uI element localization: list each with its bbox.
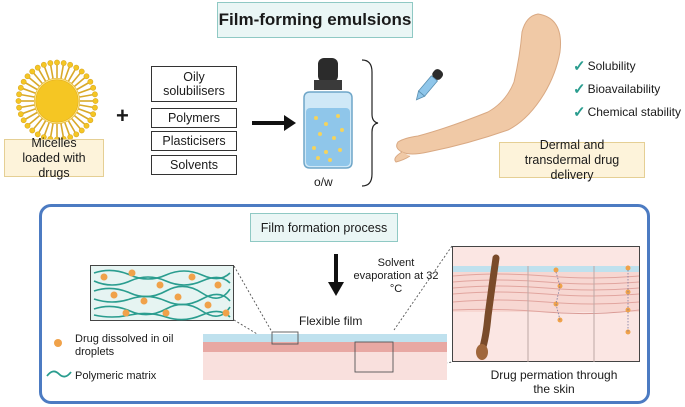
benefit-label: Solubility [587,59,636,73]
benefit-solubility: ✓ Solubility [573,57,636,75]
micelles-label: Micelles loaded with drugs [4,136,104,180]
dropper-icon [415,69,444,101]
legend-drug: Drug dissolved in oil droplets [75,333,174,358]
ingredient-oily-solubilisers: Oily solubilisers [151,66,237,102]
film-label: Flexible film [299,314,363,328]
benefit-bioavailability: ✓ Bioavailability [573,80,660,98]
benefit-chemical-stability: ✓ Chemical stability [573,103,681,121]
ingredient-polymers: Polymers [151,108,237,128]
bottle-label: o/w [314,175,333,189]
permeation-label: Drug permation through the skin [490,368,618,396]
plus-sign: + [116,103,129,128]
delivery-label: Dermal and transdermal drug delivery [499,138,645,182]
benefit-label: Chemical stability [587,105,681,119]
legend-matrix: Polymeric matrix [75,370,157,382]
arrow-right-icon [252,115,296,131]
page-title: Film-forming emulsions [217,2,413,38]
skin-cross-section [452,246,640,362]
arm-illustration [394,13,562,163]
check-icon: ✓ [573,58,586,75]
evaporation-label: Solvent evaporation at 32 °C [353,257,439,295]
check-icon: ✓ [573,104,586,121]
benefit-label: Bioavailability [587,82,661,96]
ingredient-solvents: Solvents [151,155,237,175]
bracket-icon [361,59,379,187]
polymeric-matrix-diagram [90,265,234,321]
micelle-icon [15,59,99,143]
check-icon: ✓ [573,81,586,98]
dropper-bottle-icon [303,58,353,169]
process-panel [39,204,650,404]
skin-with-film [203,331,447,380]
process-title: Film formation process [250,213,398,242]
arrow-down-icon [328,254,344,296]
matrix-wave-icon [46,370,72,378]
drug-dot-icon [54,339,62,347]
ingredient-plasticisers: Plasticisers [151,131,237,151]
